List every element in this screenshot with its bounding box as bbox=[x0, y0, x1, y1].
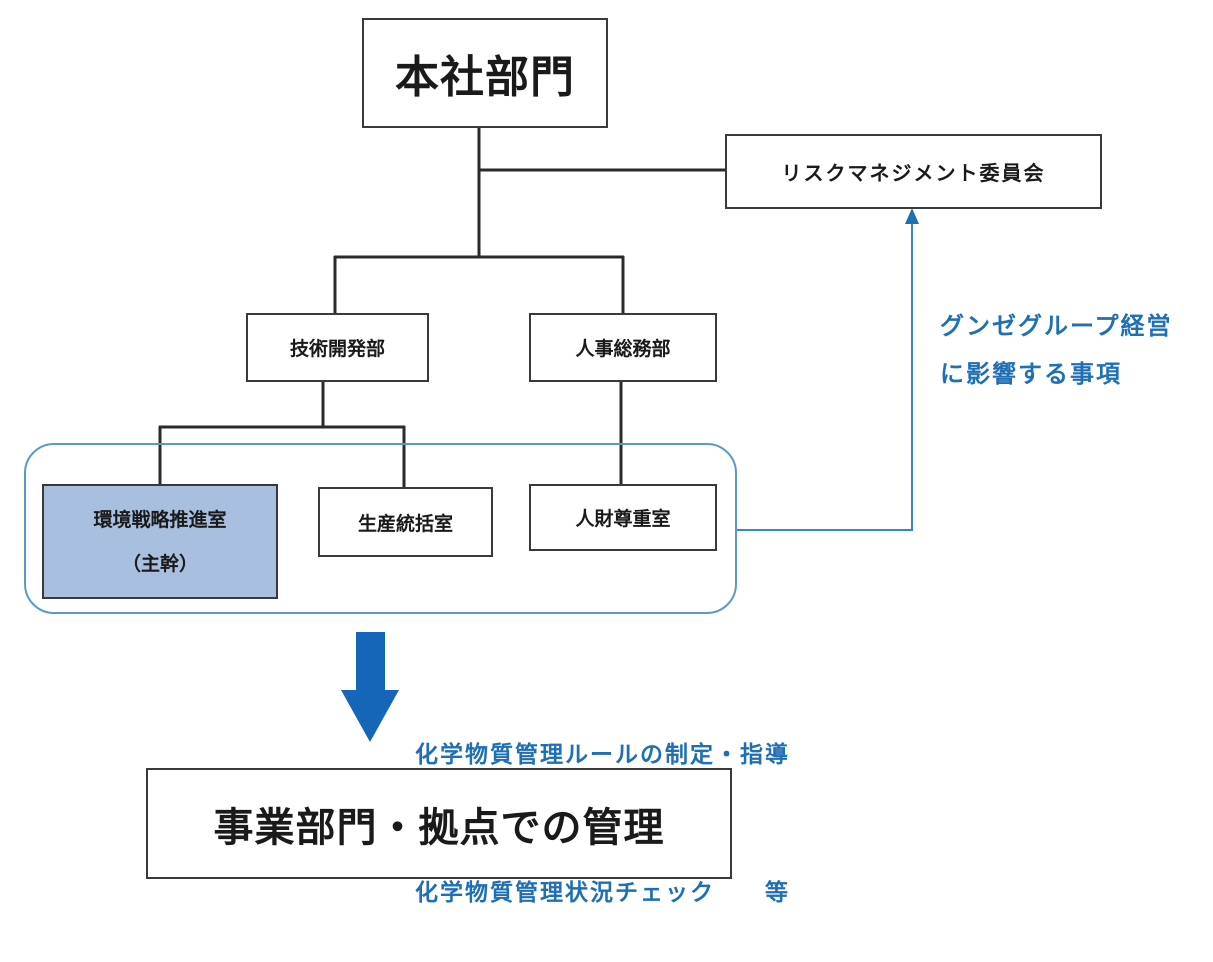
hr-general-label: 人事総務部 bbox=[575, 338, 671, 360]
escalation-arrowhead bbox=[905, 208, 919, 224]
head-office-box: 本社部門 bbox=[362, 18, 608, 128]
env-strategy-box: 環境戦略推進室 （主幹） bbox=[42, 484, 278, 599]
hr-general-box: 人事総務部 bbox=[529, 313, 717, 382]
talent-label: 人財尊重室 bbox=[575, 508, 671, 530]
talent-box: 人財尊重室 bbox=[529, 484, 717, 551]
tech-dev-box: 技術開発部 bbox=[246, 313, 429, 382]
production-label: 生産統括室 bbox=[357, 512, 453, 535]
office-group-container bbox=[24, 443, 737, 614]
env-strategy-label: 環境戦略推進室 bbox=[93, 508, 227, 531]
group-impact-line1: グンゼグループ経営 bbox=[940, 312, 1173, 340]
down-arrow-icon bbox=[341, 632, 399, 742]
chem-rule-line1: 化学物質管理ルールの制定・指導 bbox=[415, 742, 790, 768]
escalation-connector bbox=[736, 222, 913, 531]
group-impact-note: グンゼグループ経営 に影響する事項 bbox=[940, 302, 1173, 398]
risk-committee-label: リスクマネジメント委員会 bbox=[781, 161, 1046, 185]
production-box: 生産統括室 bbox=[318, 487, 493, 557]
group-impact-line2: に影響する事項 bbox=[940, 360, 1122, 388]
tech-dev-label: 技術開発部 bbox=[289, 338, 385, 360]
connector-lines bbox=[158, 127, 919, 742]
risk-committee-box: リスクマネジメント委員会 bbox=[725, 134, 1102, 209]
business-units-label: 事業部門・拠点での管理 bbox=[213, 804, 665, 851]
env-strategy-role-label: （主幹） bbox=[121, 552, 198, 575]
business-units-box: 事業部門・拠点での管理 bbox=[146, 768, 732, 879]
head-office-label: 本社部門 bbox=[395, 52, 575, 103]
